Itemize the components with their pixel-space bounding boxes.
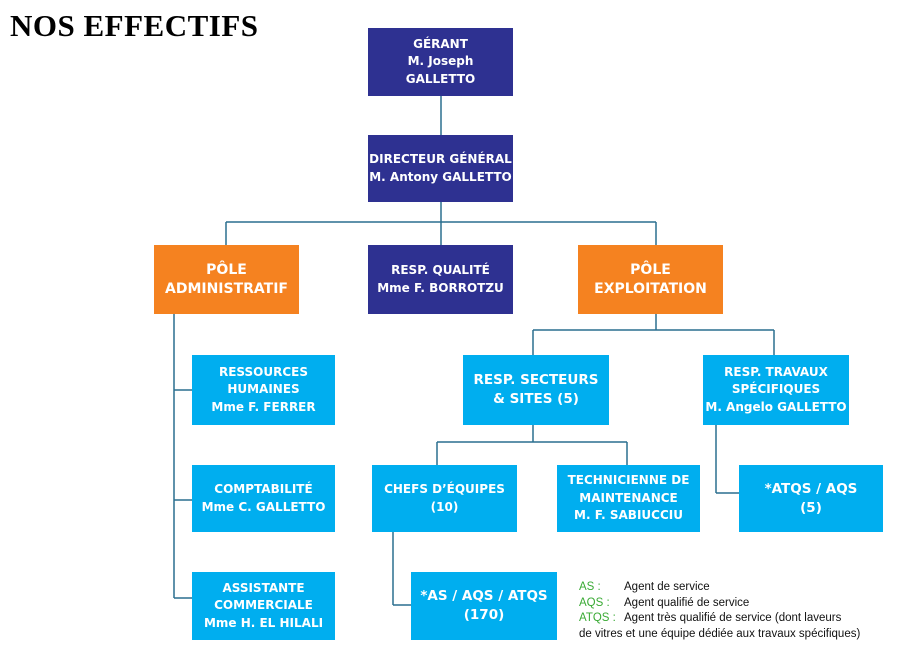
legend-abbr: AS : [579, 581, 601, 593]
resp-travaux-line1: RESP. TRAVAUX [724, 364, 828, 379]
assistante-commerciale-box: ASSISTANTE COMMERCIALE Mme H. EL HILALI [192, 572, 335, 640]
gerant-box: GÉRANT M. Joseph GALLETTO [368, 28, 513, 96]
gerant-role: GÉRANT [413, 36, 468, 51]
pole-administratif-box: PÔLE ADMINISTRATIF [154, 245, 299, 314]
legend-abbr: AQS : [579, 596, 610, 609]
technicienne-name: M. F. SABIUCCIU [574, 508, 683, 523]
assistante-line1: ASSISTANTE [222, 580, 305, 595]
resp-travaux-box: RESP. TRAVAUX SPÉCIFIQUES M. Angelo GALL… [703, 355, 849, 425]
technicienne-line1: TECHNICIENNE DE [567, 473, 690, 488]
legend-item-atqs-continued: de vitres et une équipe dédiée aux trava… [579, 627, 860, 643]
resp-travaux-line2: SPÉCIFIQUES [731, 382, 821, 397]
comptabilite-box: COMPTABILITÉ Mme C. GALLETTO [192, 465, 335, 532]
resp-qualite-role: RESP. QUALITÉ [391, 263, 490, 278]
chefs-equipes-count: (10) [430, 499, 459, 514]
technicienne-box: TECHNICIENNE DE MAINTENANCE M. F. SABIUC… [557, 465, 700, 532]
gerant-name-line2: GALLETTO [405, 71, 476, 86]
rh-name: Mme F. FERRER [211, 399, 316, 414]
dg-role: DIRECTEUR GÉNÉRAL [369, 152, 512, 167]
legend-item-atqs: ATQS : Agent très qualifié de service (d… [579, 611, 860, 627]
abbreviation-legend: AS : Agent de service AQS : Agent qualif… [579, 580, 860, 642]
technicienne-line2: MAINTENANCE [579, 490, 678, 505]
legend-definition: Agent très qualifié de service (dont lav… [624, 612, 842, 624]
resp-secteurs-box: RESP. SECTEURS & SITES (5) [463, 355, 609, 425]
chefs-equipes-box: CHEFS D’ÉQUIPES (10) [372, 465, 517, 532]
legend-definition-continued: de vitres et une équipe dédiée aux trava… [579, 627, 861, 640]
rh-line2: HUMAINES [227, 382, 300, 397]
resp-secteurs-line2: & SITES (5) [493, 391, 579, 407]
legend-definition: Agent de service [624, 581, 710, 593]
pole-admin-line1: PÔLE [206, 261, 247, 278]
resp-travaux-name: M. Angelo GALLETTO [705, 399, 847, 414]
dg-name: M. Antony GALLETTO [369, 169, 512, 184]
atqs-aqs-line1: *ATQS / AQS [764, 480, 858, 497]
pole-exploitation-line2: EXPLOITATION [594, 280, 707, 297]
as-aqs-atqs-line1: *AS / AQS / ATQS [420, 588, 548, 605]
comptabilite-name: Mme C. GALLETTO [201, 499, 326, 514]
assistante-name: Mme H. EL HILALI [203, 615, 324, 630]
as-aqs-atqs-box: *AS / AQS / ATQS (170) [411, 572, 557, 640]
legend-definition: Agent qualifié de service [624, 596, 750, 609]
directeur-general-box: DIRECTEUR GÉNÉRAL M. Antony GALLETTO [368, 135, 513, 202]
legend-abbr: ATQS : [579, 612, 616, 624]
chefs-equipes-line1: CHEFS D’ÉQUIPES [384, 482, 505, 497]
as-aqs-atqs-count: (170) [463, 607, 505, 623]
gerant-name-line1: M. Joseph [407, 54, 474, 69]
atqs-aqs-count: (5) [800, 499, 822, 516]
resp-qualite-name: Mme F. BORROTZU [377, 280, 504, 295]
ressources-humaines-box: RESSOURCES HUMAINES Mme F. FERRER [192, 355, 335, 425]
resp-qualite-box: RESP. QUALITÉ Mme F. BORROTZU [368, 245, 513, 314]
resp-secteurs-line1: RESP. SECTEURS [473, 372, 599, 389]
legend-item-as: AS : Agent de service [579, 580, 860, 596]
atqs-aqs-box: *ATQS / AQS (5) [739, 465, 883, 532]
rh-line1: RESSOURCES [218, 364, 308, 379]
legend-item-aqs: AQS : Agent qualifié de service [579, 596, 860, 612]
assistante-line2: COMMERCIALE [214, 598, 313, 613]
page-title: NOS EFFECTIFS [10, 8, 259, 43]
pole-exploitation-box: PÔLE EXPLOITATION [578, 245, 723, 314]
comptabilite-role: COMPTABILITÉ [214, 482, 313, 497]
pole-admin-line2: ADMINISTRATIF [164, 280, 288, 297]
pole-exploitation-line1: PÔLE [630, 261, 671, 278]
